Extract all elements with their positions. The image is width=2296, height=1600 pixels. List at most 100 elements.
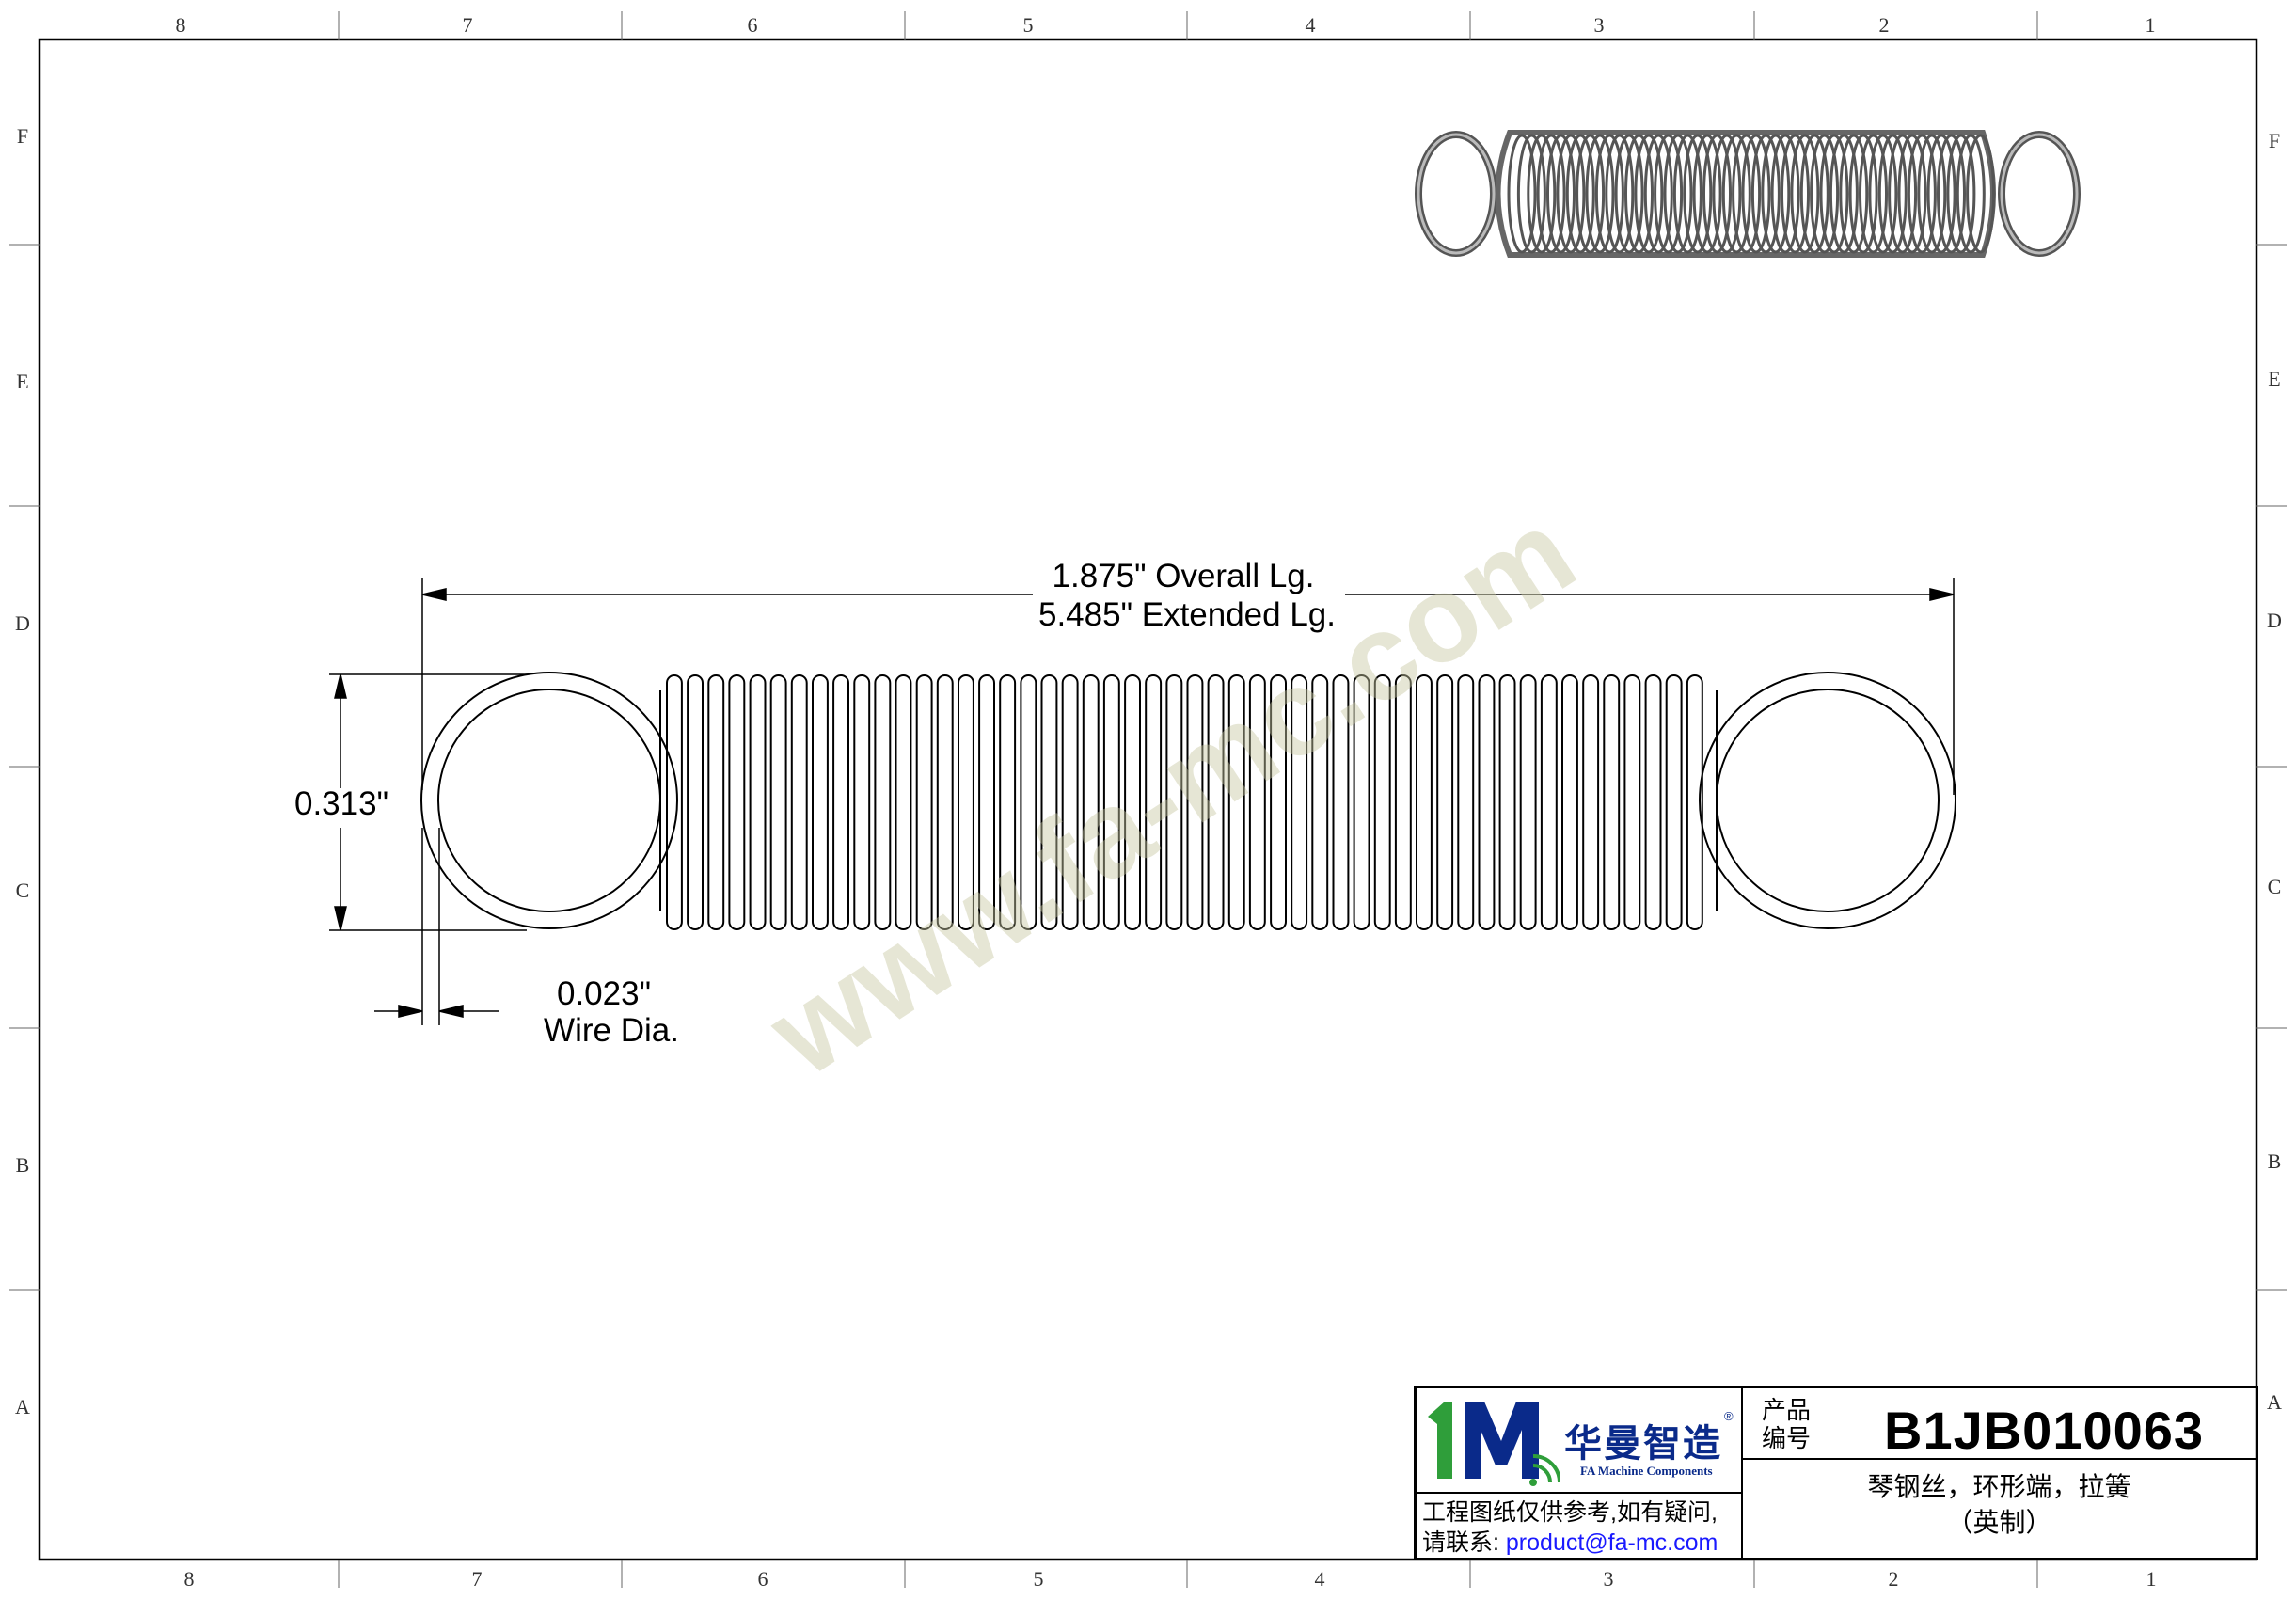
iso-coil-turn — [1859, 134, 1888, 254]
iso-coil-turn — [1799, 134, 1829, 254]
iso-coil-turn — [1643, 134, 1673, 254]
disclaimer-cell: 工程图纸仅供参考,如有疑问, 请联系: product@fa-mc.com — [1417, 1492, 1741, 1560]
left-loop-inner — [437, 689, 661, 912]
coil-turn — [1436, 674, 1454, 930]
contact-email-link[interactable]: product@fa-mc.com — [1505, 1529, 1718, 1556]
iso-coil-turn — [1721, 134, 1751, 254]
zone-left-F: F — [17, 124, 28, 148]
coil-turn — [1457, 674, 1475, 930]
coil-turn — [1353, 674, 1370, 930]
iso-coil-turn — [1848, 134, 1878, 254]
iso-coil-turn — [1956, 134, 1986, 254]
iso-coil-turn — [1614, 134, 1644, 254]
coil-turn — [812, 674, 829, 930]
outer-frame — [38, 38, 2258, 1561]
iso-coil-turn — [1877, 134, 1908, 254]
iso-coil-turn — [1741, 134, 1771, 254]
coil-turn — [915, 674, 933, 930]
zone-top-5: 5 — [1023, 13, 1034, 37]
zone-bottom-4: 4 — [1315, 1567, 1325, 1591]
iso-coil-turn — [1819, 134, 1849, 254]
zone-labels-bottom: 8 7 6 5 4 3 2 1 — [184, 1567, 2157, 1591]
part-number-label: 产品编号 — [1762, 1396, 1812, 1452]
zone-top-1: 1 — [2146, 13, 2156, 37]
zone-bottom-1: 1 — [2146, 1567, 2157, 1591]
zone-left-C: C — [16, 879, 30, 902]
zone-bottom-7: 7 — [472, 1567, 483, 1591]
zone-top-3: 3 — [1594, 13, 1605, 37]
coil-turn — [1686, 674, 1703, 930]
logo-english-name: FA Machine Components — [1580, 1464, 1713, 1478]
iso-coil-turn — [1712, 134, 1742, 254]
coil-turn — [1644, 674, 1662, 930]
zone-right-D: D — [2267, 609, 2282, 632]
coil-turn — [936, 674, 954, 930]
iso-coil-turn — [1576, 134, 1606, 254]
zone-right-E: E — [2268, 367, 2280, 390]
coil-turn — [1311, 674, 1329, 930]
coil-turn — [1061, 674, 1079, 930]
right-loop-inner — [1716, 689, 1940, 912]
coil-turn — [1416, 674, 1433, 930]
description-line-1: 琴钢丝，环形端，拉簧 — [1867, 1472, 2131, 1501]
zone-bottom-8: 8 — [184, 1567, 195, 1591]
coil-turn — [958, 674, 974, 930]
iso-coil-turn — [1917, 134, 1947, 254]
coil-turn — [1165, 674, 1183, 930]
zone-top-7: 7 — [463, 13, 473, 37]
iso-coil-turn — [1907, 134, 1937, 254]
zone-labels-right: F E D C B A — [2267, 129, 2282, 1414]
right-loop-outer — [1699, 672, 1956, 929]
coil-turn — [1270, 674, 1287, 930]
iso-coil-turn — [1761, 134, 1791, 254]
coil-turn — [1394, 674, 1412, 930]
iso-coil-turn — [1556, 134, 1586, 254]
iso-coil-turn — [1527, 134, 1557, 254]
iso-coil-turn — [1888, 134, 1918, 254]
iso-coil-turn — [1732, 134, 1762, 254]
iso-coil-turn — [1683, 134, 1713, 254]
zone-bottom-6: 6 — [758, 1567, 768, 1591]
coil-turn — [1102, 674, 1120, 930]
iso-coil-turn — [1790, 134, 1820, 254]
iso-coils — [1507, 134, 1996, 254]
logo-chinese-name: 华曼智造 — [1564, 1423, 1722, 1465]
zone-left-D: D — [15, 611, 30, 635]
iso-coil-turn — [1692, 134, 1722, 254]
contact-prefix: 请联系: — [1422, 1529, 1499, 1556]
iso-coil-turn — [1839, 134, 1869, 254]
zone-left-E: E — [16, 370, 28, 393]
spring-iso-view — [1415, 130, 2081, 258]
iso-coil-turn — [1829, 134, 1859, 254]
iso-coil-turn — [1507, 134, 1537, 254]
coil-turn — [1020, 674, 1037, 930]
extended-length-label: 5.485" Extended Lg. — [1038, 596, 1336, 633]
coil-turn — [1561, 674, 1578, 930]
coil-turn — [895, 674, 912, 930]
coil-turn — [853, 674, 871, 930]
iso-coil-turn — [1594, 134, 1624, 254]
coil-turn — [1623, 674, 1641, 930]
iso-coil-turn — [1966, 134, 1996, 254]
coil-turn — [1498, 674, 1516, 930]
zone-left-B: B — [16, 1153, 30, 1177]
iso-coil-turn — [1897, 134, 1927, 254]
coil-turn — [1207, 674, 1225, 930]
coil-turn — [1603, 674, 1621, 930]
zone-dividers-top — [338, 11, 2038, 40]
zone-labels-top: 8 7 6 5 4 3 2 1 — [176, 13, 2156, 37]
iso-coil-turn — [1654, 134, 1684, 254]
coil-turn — [1145, 674, 1163, 930]
coil-turn — [687, 674, 704, 930]
zone-top-6: 6 — [748, 13, 758, 37]
iso-coil-turn — [1546, 134, 1576, 254]
coil-turn — [1124, 674, 1141, 930]
zone-top-8: 8 — [176, 13, 186, 37]
part-number-row: 产品编号 B1JB010063 — [1743, 1388, 2256, 1460]
coil-turn — [749, 674, 767, 930]
zone-bottom-2: 2 — [1889, 1567, 1899, 1591]
part-description: 琴钢丝，环形端，拉簧 （英制） — [1743, 1469, 2256, 1541]
zone-right-A: A — [2267, 1390, 2282, 1414]
coil-turn — [790, 674, 808, 930]
